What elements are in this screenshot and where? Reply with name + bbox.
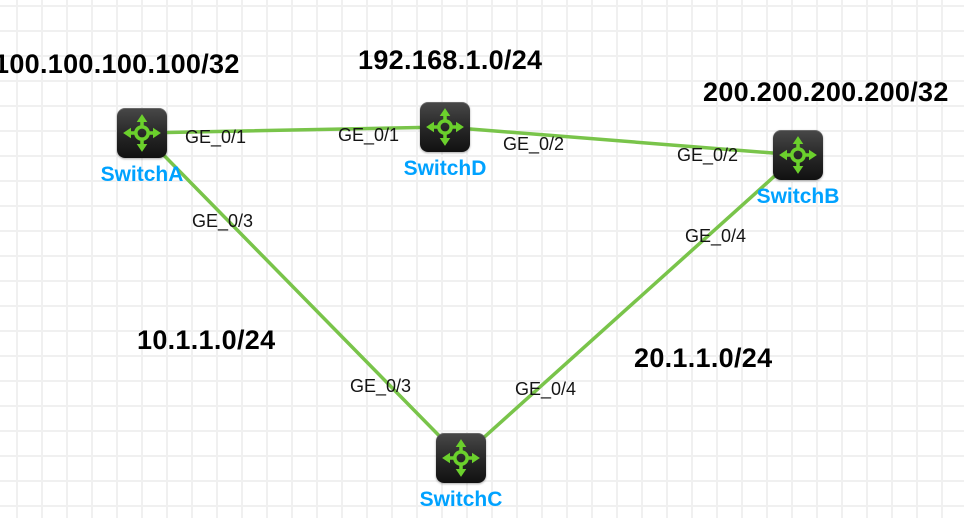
- node-label-switchb: SwitchB: [756, 185, 840, 208]
- switch-arrows-icon: [123, 114, 161, 152]
- node-label-switchd: SwitchD: [403, 157, 487, 180]
- annotation-loopback-switcha: 100.100.100.100/32: [0, 49, 240, 79]
- node-switchb[interactable]: SwitchB: [743, 130, 853, 207]
- interface-label-switchb-ge04: GE_0/4: [685, 226, 747, 246]
- link-switchb-switchc[interactable]: [459, 153, 800, 460]
- switch-arrows-icon: [442, 439, 480, 477]
- link-switcha-switchc[interactable]: [140, 131, 463, 460]
- switch-arrows-icon: [779, 136, 817, 174]
- interface-label-switchd-ge01: GE_0/1: [338, 125, 400, 145]
- link-switcha-switchd[interactable]: [140, 125, 447, 135]
- switch-arrows-icon: [426, 108, 464, 146]
- interface-label-switchc-ge04: GE_0/4: [515, 379, 577, 399]
- switch-icon[interactable]: [436, 433, 486, 483]
- annotation-network-top: 192.168.1.0/24: [358, 45, 543, 75]
- link-switchd-switchb[interactable]: [443, 125, 800, 157]
- annotation-network-left: 10.1.1.0/24: [137, 325, 276, 355]
- interface-label-switchb-ge02: GE_0/2: [677, 145, 739, 165]
- node-label-switchc: SwitchC: [419, 488, 503, 511]
- annotation-network-right: 20.1.1.0/24: [634, 343, 773, 373]
- annotation-loopback-switchb: 200.200.200.200/32: [703, 77, 949, 107]
- switch-icon[interactable]: [773, 130, 823, 180]
- node-switchc[interactable]: SwitchC: [406, 433, 516, 510]
- node-switchd[interactable]: SwitchD: [390, 102, 500, 179]
- switch-icon[interactable]: [420, 102, 470, 152]
- interface-label-switcha-ge03: GE_0/3: [192, 211, 254, 231]
- node-label-switcha: SwitchA: [100, 163, 184, 186]
- node-switcha[interactable]: SwitchA: [87, 108, 197, 185]
- interface-label-switchd-ge02: GE_0/2: [503, 134, 565, 154]
- interface-label-switcha-ge01: GE_0/1: [185, 127, 247, 147]
- interface-label-switchc-ge03: GE_0/3: [350, 376, 412, 396]
- switch-icon[interactable]: [117, 108, 167, 158]
